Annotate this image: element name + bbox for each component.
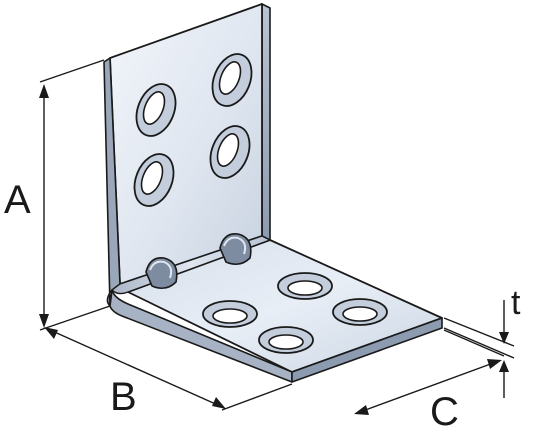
dimension-a xyxy=(39,59,111,331)
hole xyxy=(258,326,314,354)
dimension-b-label: B xyxy=(110,375,137,419)
dimension-b xyxy=(44,327,293,411)
stiffening-ribs xyxy=(145,232,252,290)
arrowhead xyxy=(487,359,502,369)
dimension-c-label: C xyxy=(430,390,459,431)
vertical-leg-edge xyxy=(261,2,271,242)
arrowhead xyxy=(44,327,58,339)
dimension-t-label: t xyxy=(511,284,521,322)
rib xyxy=(219,232,252,266)
arrowhead xyxy=(354,405,369,415)
extension-line xyxy=(443,329,505,357)
extension-line xyxy=(221,383,293,411)
arrowhead xyxy=(499,360,509,372)
hole xyxy=(202,300,258,328)
extension-line xyxy=(443,327,515,359)
rib xyxy=(145,256,178,290)
hole xyxy=(135,83,177,137)
hole xyxy=(211,53,253,107)
extension-line xyxy=(39,59,105,83)
base-plate-holes xyxy=(202,272,388,354)
dimension-c xyxy=(354,329,505,415)
extension-line xyxy=(39,305,111,331)
hole xyxy=(277,272,333,300)
base-plate-right-edge xyxy=(291,317,443,383)
hole xyxy=(332,298,388,326)
hole xyxy=(133,153,175,207)
dimension-line xyxy=(359,361,497,413)
extension-line xyxy=(443,317,515,347)
arrowhead xyxy=(499,332,509,344)
dimension-t xyxy=(443,300,515,398)
arrowhead xyxy=(212,397,226,409)
arrowhead xyxy=(39,84,49,98)
arrowhead xyxy=(39,314,49,328)
hole xyxy=(209,125,251,179)
dimension-line xyxy=(49,329,221,407)
vertical-leg-holes xyxy=(133,53,253,207)
dimension-a-label: A xyxy=(4,178,31,222)
